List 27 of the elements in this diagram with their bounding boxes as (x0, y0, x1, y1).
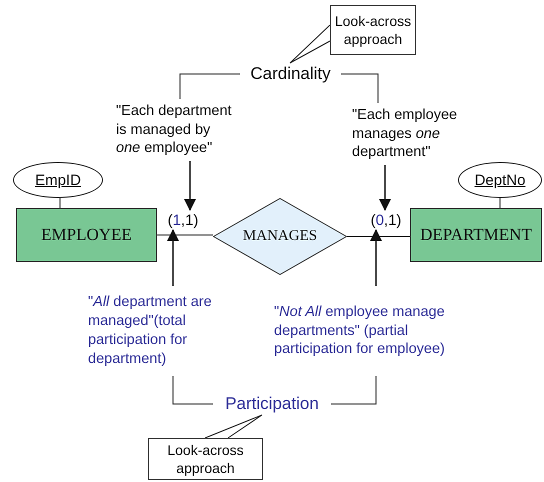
attribute-ellipse: EmpID (13, 162, 103, 198)
annotation-text: "All department are managed"(total participation for department) (88, 293, 213, 369)
connector-line (346, 236, 410, 237)
callout-box: Look-across approach (330, 5, 416, 55)
connector-line (156, 234, 214, 236)
cardinality-label: (1,1) (168, 212, 198, 228)
cardinality-label: (0,1) (370, 212, 402, 228)
bracket-line (330, 376, 376, 404)
group-heading: Participation (225, 394, 319, 414)
entity-box: DEPARTMENT (410, 208, 542, 262)
entity-box: EMPLOYEE (16, 208, 157, 262)
annotation-text: "Not All employee manage departments" (partial participation for employee) (274, 302, 446, 360)
annotation-text: "Each employee manages one department" (352, 106, 458, 162)
arrow (370, 229, 382, 286)
arrow (379, 165, 391, 211)
bracket-line (180, 74, 240, 100)
attribute-ellipse: DeptNo (458, 162, 542, 198)
bracket-line (172, 376, 214, 404)
arrow (184, 161, 196, 211)
bracket-line (340, 74, 378, 104)
callout-pointer (290, 24, 330, 64)
callout-box: Look-across approach (148, 438, 263, 480)
relationship-diamond: MANAGES (213, 198, 347, 275)
callout-pointer (204, 414, 262, 438)
group-heading: Cardinality (250, 64, 331, 84)
arrow (167, 229, 179, 286)
annotation-text: "Each department is managed by one employee" (116, 102, 233, 158)
